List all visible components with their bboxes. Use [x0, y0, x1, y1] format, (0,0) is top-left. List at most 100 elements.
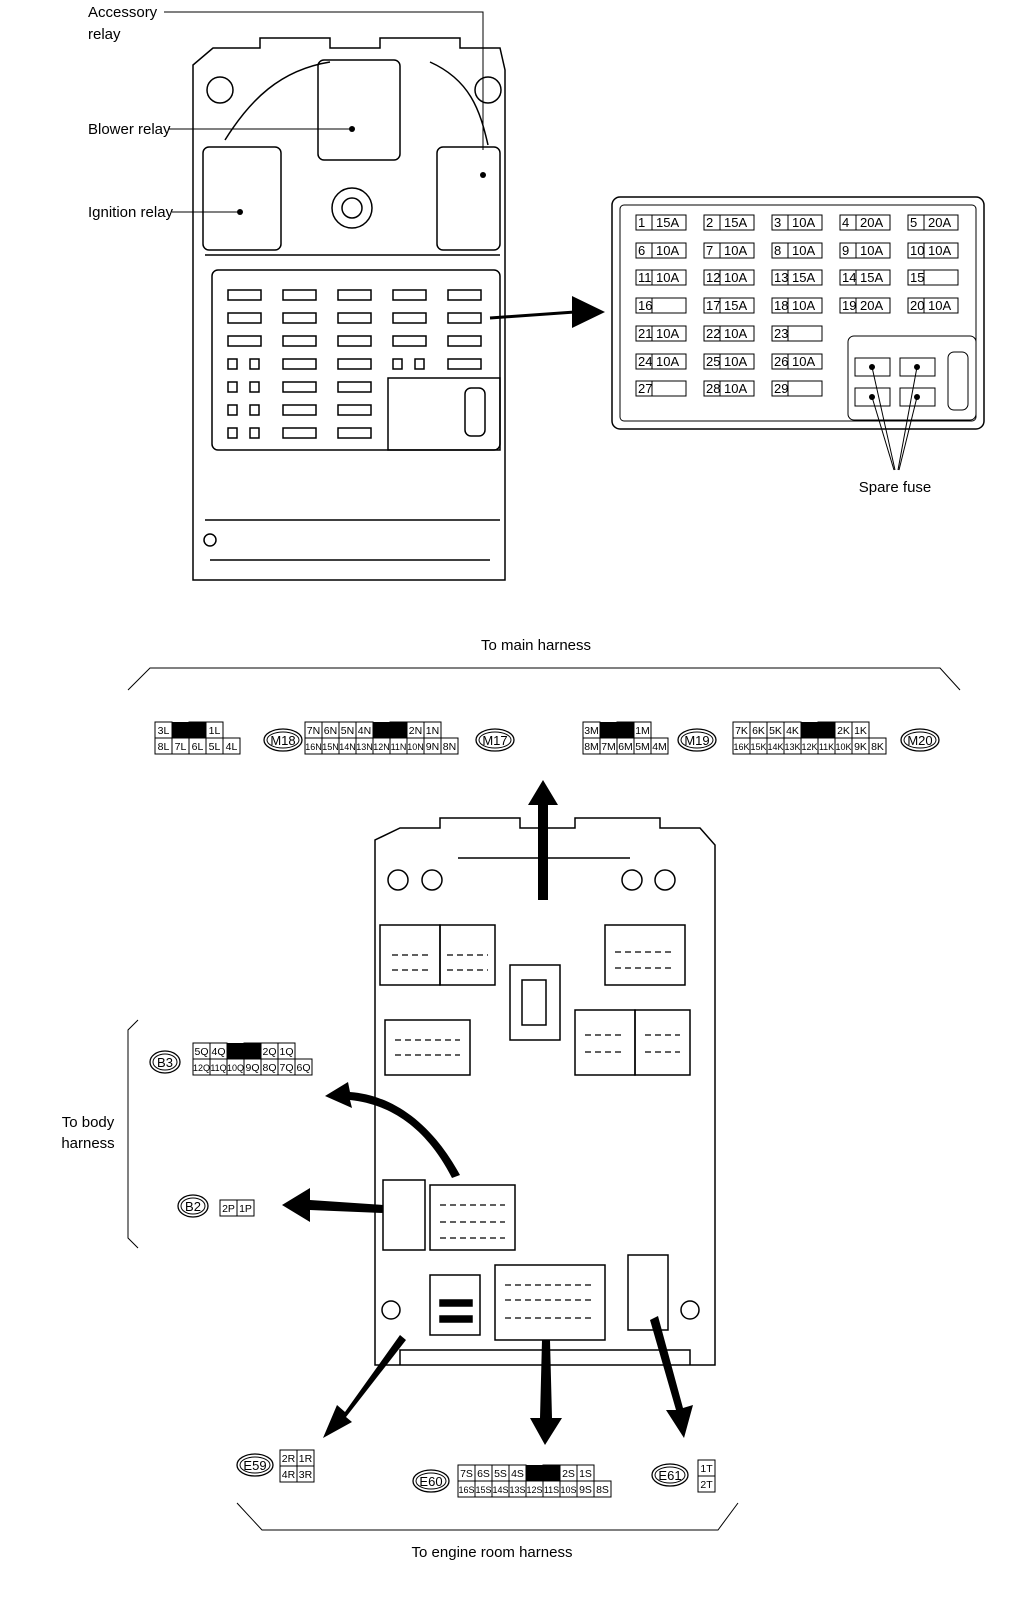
pin-label: 6M [618, 741, 633, 753]
mini-fuse [227, 427, 238, 439]
pin-label: 10K [835, 742, 851, 752]
blower-relay-label: Blower relay [88, 121, 171, 138]
fuse-number: 17 [706, 298, 720, 313]
fuse-slot-29: 29 [771, 380, 823, 397]
fuse-rating: 10A [792, 243, 815, 258]
pin-label: 7Q [279, 1062, 293, 1074]
mini-fuse [282, 358, 317, 370]
pin-label: 7N [307, 725, 320, 737]
fuse-rating: 20A [860, 215, 883, 230]
mini-fuse [282, 404, 317, 416]
fuse-number: 29 [774, 381, 788, 396]
pin-label: 4N [358, 725, 371, 737]
fuse-rating: 10A [928, 243, 951, 258]
mini-fuse [227, 404, 238, 416]
pin-label: 8Q [262, 1062, 276, 1074]
pin-label: 1N [426, 725, 439, 737]
connector-name: M20 [907, 733, 932, 748]
connector-name: E61 [658, 1468, 681, 1483]
fuse-number: 28 [706, 381, 720, 396]
fuse-number: 7 [706, 243, 713, 258]
fuse-slot-28: 28 10A [703, 380, 755, 397]
fuse-block-front [192, 37, 506, 581]
fuse-number: 22 [706, 326, 720, 341]
connector-tag-e60: E60 [412, 1469, 450, 1493]
pin-label: 11N [391, 742, 407, 752]
pin-label: 4M [652, 741, 667, 753]
pin-label: 2Q [262, 1046, 276, 1058]
ignition-relay-label: Ignition relay [88, 204, 174, 221]
pin-label: 2K [837, 725, 850, 737]
pin-label: 9Q [245, 1062, 259, 1074]
mini-fuse [227, 312, 262, 324]
mini-fuse [282, 427, 317, 439]
connector-tag-e61: E61 [651, 1463, 689, 1487]
mini-fuse [392, 312, 427, 324]
fuse-number: 6 [638, 243, 645, 258]
pin-label: 1K [854, 725, 867, 737]
fuse-number: 26 [774, 354, 788, 369]
mini-fuse [337, 427, 372, 439]
pin-label: 3K [820, 725, 833, 737]
pin-label: 15N [322, 742, 339, 752]
pin-label: 5M [635, 741, 650, 753]
connector-tag-e59: E59 [236, 1453, 274, 1477]
pin-label: 3S [545, 1468, 558, 1480]
mini-fuse [249, 358, 260, 370]
fuse-rating: 10A [724, 243, 747, 258]
pin-label: 2L [192, 725, 204, 737]
pin-label: 2T [700, 1479, 713, 1491]
pin-label: 6K [752, 725, 765, 737]
fuse-rating: 10A [724, 326, 747, 341]
pin-label: 3L [158, 725, 170, 737]
pin-label: 11K [819, 742, 834, 752]
pin-label: 8K [871, 741, 884, 753]
fuse-slot-23: 23 [771, 325, 823, 342]
mini-fuse [337, 404, 372, 416]
to-body-harness-label-line2: harness [61, 1135, 114, 1152]
pin-label: 4R [282, 1469, 296, 1481]
pin-label: 2S [562, 1468, 575, 1480]
pin-label: 3Q [245, 1046, 259, 1058]
pin-label: 4L [226, 741, 238, 753]
fuse-slot-22: 22 10A [703, 325, 755, 342]
pin-label: 13K [784, 742, 800, 752]
fuse-rating: 10A [792, 354, 815, 369]
connector-tag-m18: M18 [263, 728, 303, 752]
pin-label: 4S [511, 1468, 524, 1480]
mini-fuse [282, 335, 317, 347]
pin-label: 6L [192, 741, 204, 753]
pin-label: 7K [735, 725, 748, 737]
pin-label: 16S [458, 1485, 474, 1495]
fuse-number: 3 [774, 215, 781, 230]
fuse-rating: 10A [724, 354, 747, 369]
pin-label: 12S [526, 1485, 542, 1495]
pin-label: 16N [305, 742, 322, 752]
fuse-rating: 10A [724, 381, 747, 396]
pin-label: 1R [299, 1453, 313, 1465]
fuse-number: 19 [842, 298, 856, 313]
fuse-rating: 10A [860, 243, 883, 258]
pin-label: 2M [618, 725, 633, 737]
pin-label: 10S [560, 1485, 576, 1495]
mini-fuse [447, 335, 482, 347]
pin-label: 9S [579, 1484, 592, 1496]
pin-label: 14N [339, 742, 356, 752]
pin-label: 12K [801, 742, 817, 752]
pin-label: 15K [750, 742, 766, 752]
pin-label: 11Q [210, 1063, 226, 1073]
fuse-number: 23 [774, 326, 788, 341]
pin-label: 5L [209, 741, 221, 753]
mini-fuse [249, 404, 260, 416]
